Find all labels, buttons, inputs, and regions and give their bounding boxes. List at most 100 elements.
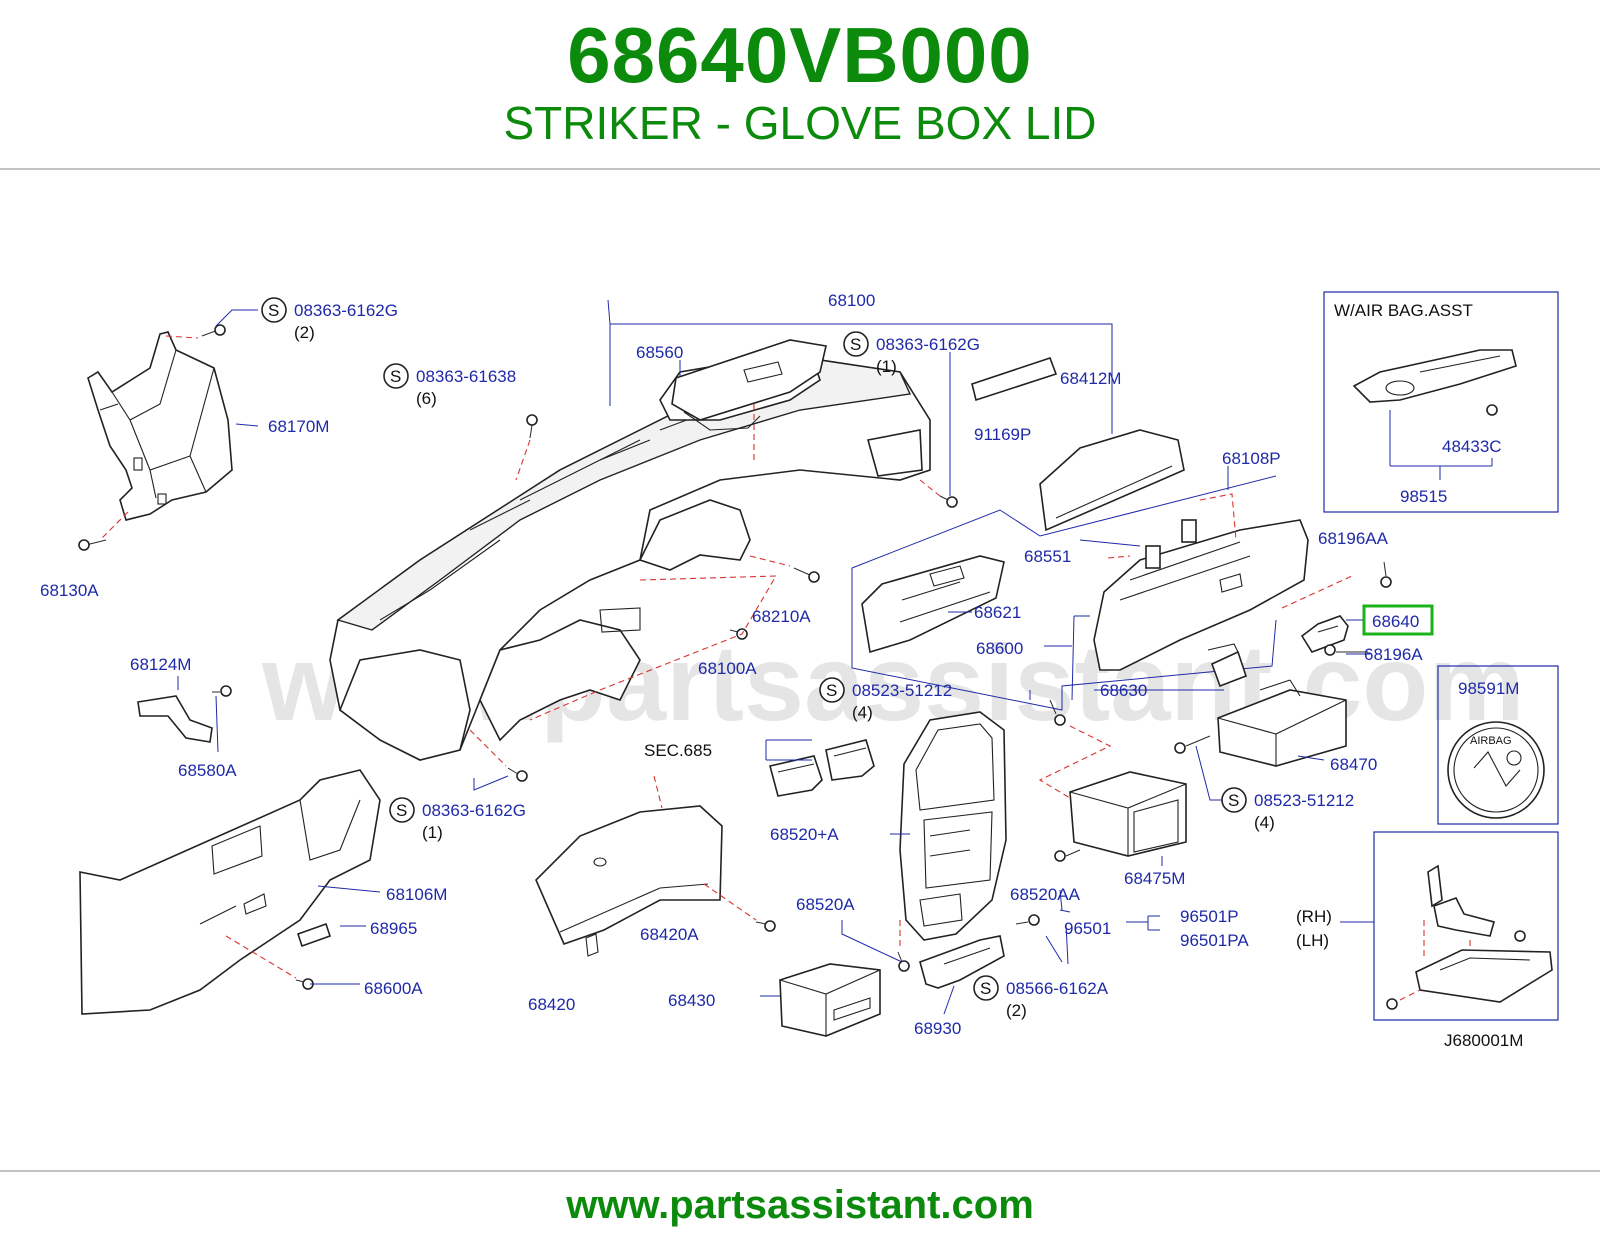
- label-98591m[interactable]: 98591M: [1458, 679, 1519, 698]
- label-98515[interactable]: 98515: [1400, 487, 1447, 506]
- bracket-68621[interactable]: [861, 555, 1005, 654]
- label-91169p[interactable]: 91169P: [974, 425, 1031, 444]
- label-48433c[interactable]: 48433C: [1442, 437, 1502, 456]
- screw-68420a[interactable]: [755, 920, 776, 932]
- screw-68196aa[interactable]: [1380, 561, 1392, 588]
- label-68420[interactable]: 68420: [528, 995, 575, 1014]
- label-rh: (RH): [1296, 907, 1332, 926]
- screw-s7[interactable]: [1015, 914, 1040, 926]
- lower-panel-68106m[interactable]: [79, 769, 381, 1015]
- std-part-qty: (4): [1254, 813, 1275, 832]
- label-68965[interactable]: 68965: [370, 919, 417, 938]
- label-68130a[interactable]: 68130A: [40, 581, 99, 600]
- lock-68630[interactable]: [1207, 643, 1248, 688]
- label-68551[interactable]: 68551: [1024, 547, 1071, 566]
- std-part-s1[interactable]: S 08363-6162G (2): [261, 297, 398, 342]
- std-part-qty: (2): [294, 323, 315, 342]
- label-sec685[interactable]: SEC.685: [644, 741, 712, 760]
- std-part-s3[interactable]: S 08363-61638 (6): [383, 363, 516, 408]
- screw-68210a[interactable]: [793, 567, 820, 583]
- bracket-68124m[interactable]: [137, 695, 213, 743]
- std-part-code[interactable]: 08523-51212: [852, 681, 952, 700]
- striker-68640[interactable]: [1300, 615, 1349, 653]
- emblem-text: AIRBAG: [1470, 735, 1512, 747]
- footer-url[interactable]: www.partsassistant.com: [566, 1183, 1034, 1227]
- screw-s6[interactable]: [1174, 735, 1211, 754]
- vents-68520-a[interactable]: [769, 739, 875, 797]
- label-96501p[interactable]: 96501P: [1180, 907, 1239, 926]
- std-part-code[interactable]: 08363-6162G: [294, 301, 398, 320]
- std-part-code[interactable]: 08566-6162A: [1006, 979, 1109, 998]
- label-68470[interactable]: 68470: [1330, 755, 1377, 774]
- label-96501pa[interactable]: 96501PA: [1180, 931, 1249, 950]
- screws-s3[interactable]: [526, 414, 538, 439]
- glove-box-lid-68108p[interactable]: [1093, 519, 1309, 671]
- std-part-s4[interactable]: S 08523-51212 (4): [819, 677, 952, 722]
- label-68100a[interactable]: 68100A: [698, 659, 757, 678]
- pins-68551[interactable]: [1145, 519, 1197, 569]
- label-68170m[interactable]: 68170M: [268, 417, 329, 436]
- std-symbol: S: [980, 979, 991, 998]
- bracket-68170m[interactable]: [87, 331, 233, 521]
- label-68600[interactable]: 68600: [976, 639, 1023, 658]
- label-68100[interactable]: 68100: [828, 291, 875, 310]
- airbag-emblem-98591m[interactable]: AIRBAG: [1437, 665, 1559, 825]
- std-part-code[interactable]: 08523-51212: [1254, 791, 1354, 810]
- screw-s4[interactable]: [1049, 699, 1066, 726]
- label-68580a[interactable]: 68580A: [178, 761, 237, 780]
- label-68108p[interactable]: 68108P: [1222, 449, 1281, 468]
- std-part-code[interactable]: 08363-6162G: [422, 801, 526, 820]
- std-part-code[interactable]: 08363-6162G: [876, 335, 980, 354]
- label-68560[interactable]: 68560: [636, 343, 683, 362]
- label-68210a[interactable]: 68210A: [752, 607, 811, 626]
- label-68930[interactable]: 68930: [914, 1019, 961, 1038]
- label-68196a[interactable]: 68196A: [1364, 645, 1423, 664]
- label-68475m[interactable]: 68475M: [1124, 869, 1185, 888]
- label-68430[interactable]: 68430: [668, 991, 715, 1010]
- label-68640[interactable]: 68640: [1372, 612, 1419, 631]
- strip-91169p[interactable]: [971, 356, 1058, 402]
- label-68124m[interactable]: 68124M: [130, 655, 191, 674]
- label-lh: (LH): [1296, 931, 1329, 950]
- screw-s1[interactable]: [201, 324, 226, 337]
- std-part-code[interactable]: 08363-61638: [416, 367, 516, 386]
- box-68430[interactable]: [779, 963, 881, 1037]
- screw-s2[interactable]: [939, 495, 958, 508]
- lid-68412m[interactable]: [1039, 429, 1185, 532]
- label-68640-highlight[interactable]: 68640: [1362, 604, 1434, 636]
- std-part-s7[interactable]: S 08566-6162A (2): [973, 975, 1109, 1020]
- screw-68580a[interactable]: [212, 685, 232, 697]
- cluster-lid-68420[interactable]: [535, 805, 723, 957]
- std-part-s5[interactable]: S 08363-6162G (1): [389, 797, 526, 842]
- label-68630[interactable]: 68630: [1100, 681, 1147, 700]
- bracket-68930[interactable]: [919, 935, 1005, 989]
- ashtray-68470[interactable]: [1217, 679, 1347, 767]
- std-symbol: S: [396, 801, 407, 820]
- screw-68520aa-lower[interactable]: [1054, 849, 1081, 862]
- screw-68196a[interactable]: [1324, 644, 1368, 656]
- label-68420a[interactable]: 68420A: [640, 925, 699, 944]
- label-96501[interactable]: 96501: [1064, 919, 1111, 938]
- std-symbol: S: [1228, 791, 1239, 810]
- label-68621[interactable]: 68621: [974, 603, 1021, 622]
- label-68520-plus-a[interactable]: 68520+A: [770, 825, 839, 844]
- std-part-s2[interactable]: S 08363-6162G (1): [843, 331, 980, 376]
- screw-68130a[interactable]: [78, 539, 107, 551]
- std-part-s6[interactable]: S 08523-51212 (4): [1221, 787, 1354, 832]
- label-68520a[interactable]: 68520A: [796, 895, 855, 914]
- label-68196aa[interactable]: 68196AA: [1318, 529, 1389, 548]
- label-68106m[interactable]: 68106M: [386, 885, 447, 904]
- std-symbol: S: [268, 301, 279, 320]
- meter-hood-68560[interactable]: [671, 339, 827, 431]
- std-symbol: S: [826, 681, 837, 700]
- clip-68965[interactable]: [296, 922, 332, 948]
- screw-s5[interactable]: [507, 767, 528, 782]
- screw-68520a[interactable]: [897, 951, 910, 972]
- center-finisher[interactable]: [899, 711, 1007, 941]
- label-68520aa[interactable]: 68520AA: [1010, 885, 1081, 904]
- label-68412m[interactable]: 68412M: [1060, 369, 1121, 388]
- pocket-68475m[interactable]: [1069, 771, 1187, 857]
- std-part-qty: (2): [1006, 1001, 1027, 1020]
- label-68600a[interactable]: 68600A: [364, 979, 423, 998]
